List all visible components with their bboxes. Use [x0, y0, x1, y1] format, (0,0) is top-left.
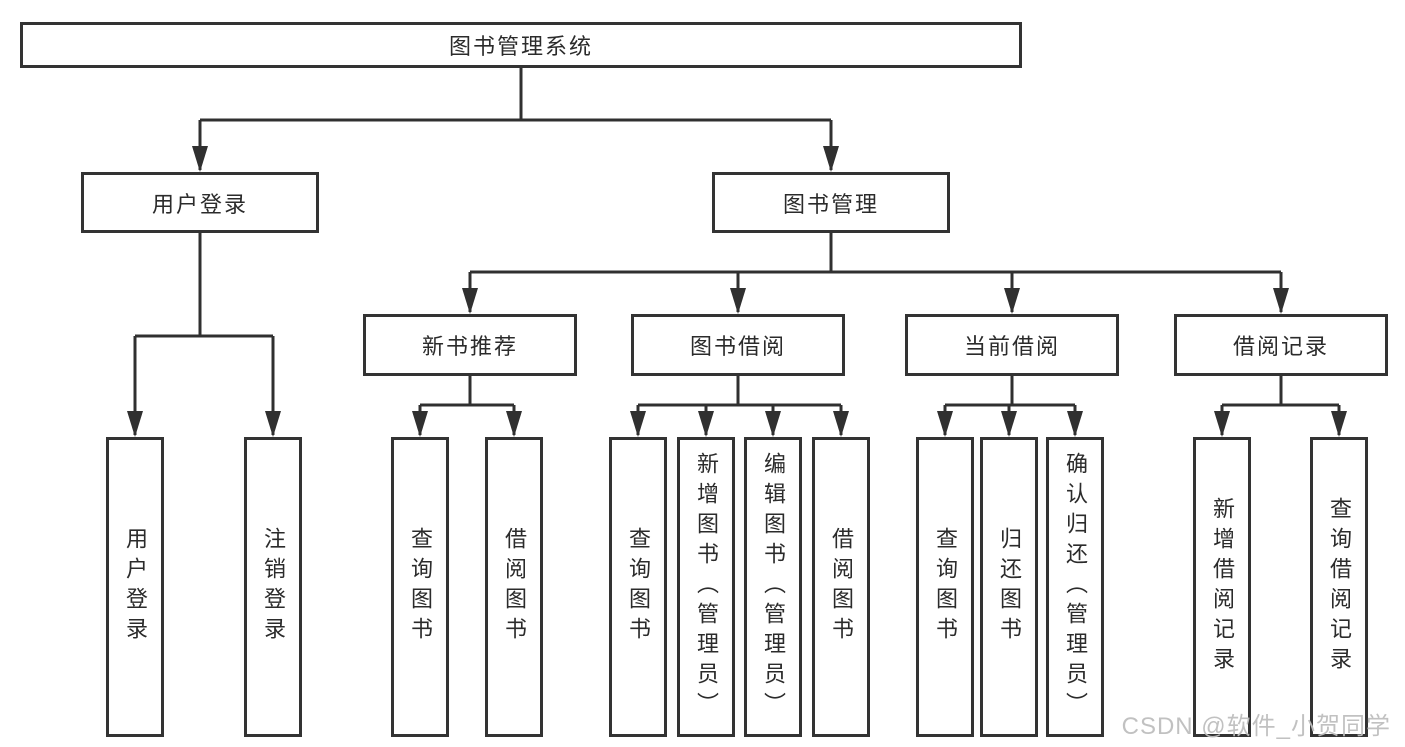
leaf-current-return-book: 归还图书 — [980, 437, 1038, 737]
leaf-current-search-book: 查询图书 — [916, 437, 974, 737]
connector-borrow-to-leaves — [636, 376, 843, 435]
connector-newbook-to-leaves — [418, 376, 516, 435]
connector-root-to-level1 — [198, 68, 833, 170]
leaf-record-add-borrow-record-label: 新增借阅记录 — [1210, 497, 1235, 677]
leaf-user-login: 用户登录 — [106, 437, 164, 737]
leaf-current-return-book-label: 归还图书 — [997, 527, 1022, 647]
leaf-borrow-edit-book-admin-label: 编辑图书（管理员） — [761, 452, 786, 722]
leaf-current-confirm-return-admin-label: 确认归还（管理员） — [1063, 452, 1088, 722]
connector-mgmt-to-level2 — [468, 233, 1283, 312]
leaf-record-search-borrow-record-label: 查询借阅记录 — [1327, 497, 1352, 677]
leaf-logout: 注销登录 — [244, 437, 302, 737]
leaf-recommend-borrow-book-label: 借阅图书 — [502, 527, 527, 647]
leaf-borrow-add-book-admin: 新增图书（管理员） — [677, 437, 735, 737]
node-current-borrow-label: 当前借阅 — [963, 334, 1060, 359]
leaf-borrow-edit-book-admin: 编辑图书（管理员） — [744, 437, 802, 737]
leaf-borrow-search-book: 查询图书 — [609, 437, 667, 737]
node-book-borrow-label: 图书借阅 — [689, 334, 786, 359]
node-new-book-recommend: 新书推荐 — [363, 314, 577, 376]
node-current-borrow: 当前借阅 — [905, 314, 1119, 376]
node-user-login: 用户登录 — [81, 172, 319, 233]
node-book-management-label: 图书管理 — [782, 191, 879, 217]
arrowheads — [127, 146, 1347, 437]
leaf-logout-label: 注销登录 — [261, 527, 286, 647]
leaf-borrow-borrow-book: 借阅图书 — [812, 437, 870, 737]
leaf-borrow-borrow-book-label: 借阅图书 — [829, 527, 854, 647]
node-new-book-recommend-label: 新书推荐 — [421, 334, 518, 359]
leaf-recommend-search-book-label: 查询图书 — [408, 527, 433, 647]
node-book-borrow: 图书借阅 — [631, 314, 845, 376]
leaf-user-login-label: 用户登录 — [123, 527, 148, 647]
leaf-current-confirm-return-admin: 确认归还（管理员） — [1046, 437, 1104, 737]
node-root-label: 图书管理系统 — [448, 34, 593, 59]
leaf-record-add-borrow-record: 新增借阅记录 — [1193, 437, 1251, 737]
leaf-recommend-search-book: 查询图书 — [391, 437, 449, 737]
node-borrow-record-label: 借阅记录 — [1232, 334, 1329, 359]
node-user-login-label: 用户登录 — [151, 191, 248, 217]
leaf-current-search-book-label: 查询图书 — [933, 527, 958, 647]
node-book-management: 图书管理 — [712, 172, 950, 233]
connector-login-to-leaves — [133, 233, 275, 435]
leaf-recommend-borrow-book: 借阅图书 — [485, 437, 543, 737]
connector-record-to-leaves — [1220, 376, 1341, 435]
node-root: 图书管理系统 — [20, 22, 1022, 68]
leaf-borrow-search-book-label: 查询图书 — [626, 527, 651, 647]
csdn-watermark: CSDN @软件_小贺同学 — [1121, 713, 1391, 740]
node-borrow-record: 借阅记录 — [1174, 314, 1388, 376]
leaf-borrow-add-book-admin-label: 新增图书（管理员） — [694, 452, 719, 722]
leaf-record-search-borrow-record: 查询借阅记录 — [1310, 437, 1368, 737]
